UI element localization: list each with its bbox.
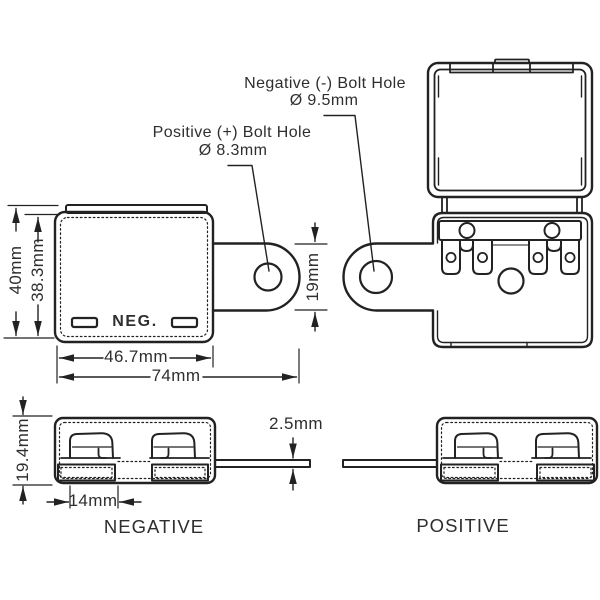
- dim-overall-height: 40mm: [6, 245, 25, 295]
- base-notches: [450, 341, 528, 348]
- side-inner-edge: [58, 421, 212, 480]
- foot-inner: [60, 466, 113, 479]
- side-foot: [440, 463, 499, 482]
- positive-view-label: POSITIVE: [416, 515, 510, 536]
- terminal-strap: [214, 459, 311, 468]
- lid-inner-edge: [433, 68, 587, 192]
- hinge-strap: [576, 196, 583, 214]
- clip-hook: [97, 447, 107, 459]
- mounting-tab: [211, 242, 301, 312]
- screw-hole: [543, 222, 561, 239]
- side-inner-edge: [440, 421, 594, 480]
- positive-side-body: [435, 416, 599, 485]
- positive-leader-line: [227, 164, 270, 272]
- top-view-positive: [342, 58, 594, 349]
- foot-inner: [443, 466, 496, 479]
- negative-callout-title: Negative (-) Bolt Hole: [244, 75, 406, 92]
- spade-terminal: [528, 239, 548, 275]
- hinge-knuckle: [494, 58, 530, 64]
- vent-slot: [170, 316, 199, 329]
- base-center-hole: [497, 267, 525, 295]
- positive-base-and-tab: [342, 211, 594, 349]
- spade-terminal: [560, 239, 580, 275]
- negative-side-body: [53, 416, 217, 485]
- negative-bolt-hole: [358, 259, 394, 295]
- terminal-hole: [532, 251, 544, 263]
- base-inner-edge: [436, 216, 589, 344]
- negative-callout-diameter: Ø 9.5mm: [289, 92, 359, 109]
- spade-terminal: [441, 239, 461, 275]
- terminal-hole: [476, 251, 488, 263]
- neg-marking: NEG.: [112, 313, 158, 330]
- side-view-positive: [342, 416, 599, 485]
- dim-tab-width: 19mm: [303, 252, 322, 302]
- clip-hook: [544, 447, 554, 459]
- positive-callout-diameter: Ø 8.3mm: [198, 142, 268, 159]
- top-view-negative: [53, 204, 301, 344]
- positive-callout-title: Positive (+) Bolt Hole: [152, 124, 312, 141]
- dimension-lines: [3, 114, 375, 509]
- screw-hole: [458, 222, 476, 239]
- negative-view-label: NEGATIVE: [103, 516, 205, 537]
- open-lid: [426, 61, 594, 199]
- terminal-notch: [546, 239, 562, 252]
- hinge-lugs: [449, 62, 574, 74]
- terminal-strap: [342, 459, 438, 468]
- side-view-negative: [53, 416, 311, 485]
- fuse-clip-profile: [69, 432, 114, 459]
- side-foot: [57, 463, 116, 482]
- side-foot: [151, 463, 209, 482]
- clip-hook: [482, 447, 492, 459]
- terminal-hole: [445, 251, 457, 263]
- terminal-notch: [459, 239, 474, 252]
- hinge-strap: [441, 196, 448, 214]
- negative-cover-body: [53, 210, 215, 344]
- extension-lines: [3, 204, 328, 509]
- fuse-clip-profile: [535, 432, 580, 459]
- clip-hook: [160, 447, 170, 459]
- dim-side-height: 19.4mm: [13, 418, 32, 482]
- spade-terminal: [472, 239, 493, 275]
- fuse-clip-profile: [454, 432, 499, 459]
- dim-fuse-slot-width: 14mm: [68, 491, 118, 510]
- center-bridge: [491, 240, 530, 246]
- cover-inner-edge: [59, 216, 209, 338]
- foot-inner: [539, 466, 592, 479]
- side-foot: [536, 463, 595, 482]
- fuse-clip-profile: [151, 432, 196, 459]
- dim-body-height: 38.3mm: [28, 238, 47, 302]
- dim-body-width: 46.7mm: [104, 347, 168, 366]
- terminal-hole: [564, 251, 576, 263]
- foot-inner: [154, 466, 206, 479]
- dim-terminal-thickness: 2.5mm: [269, 414, 323, 433]
- lid-ribs: [437, 75, 583, 186]
- dim-overall-width: 74mm: [151, 366, 201, 385]
- vent-slot: [70, 316, 99, 329]
- negative-leader-line: [323, 114, 375, 272]
